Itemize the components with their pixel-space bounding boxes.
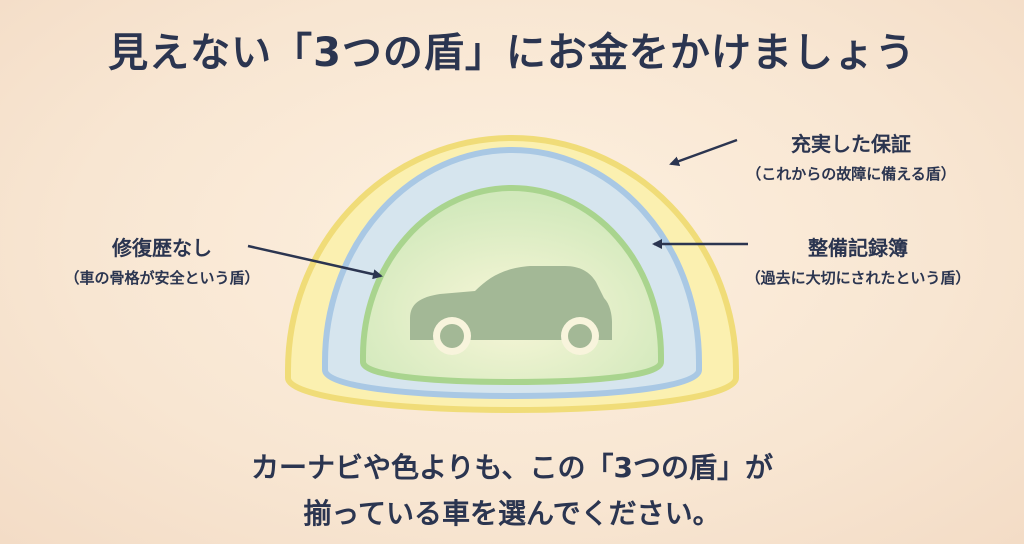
inner-shield-name: 修復歴なし — [112, 236, 212, 260]
arrow-to-outer-shield — [669, 138, 738, 166]
middle-shield-label: 整備記録簿 （過去に大切にされたという盾） — [708, 232, 1008, 288]
arrow-to-inner-shield — [247, 244, 383, 280]
outer-shield-label: 充実した保証 （これからの故障に備える盾） — [706, 128, 996, 184]
car-rear-wheel-hub — [440, 324, 464, 348]
car-front-wheel-hub — [568, 324, 592, 348]
middle-shield-name: 整備記録簿 — [808, 236, 908, 260]
outer-shield-desc: （これからの故障に備える盾） — [746, 165, 956, 183]
outer-shield-name: 充実した保証 — [791, 132, 911, 156]
inner-shield-desc: （車の骨格が安全という盾） — [64, 269, 260, 287]
middle-shield-desc: （過去に大切にされたという盾） — [745, 269, 971, 287]
inner-shield-label: 修復歴なし （車の骨格が安全という盾） — [22, 232, 302, 288]
message-line-2: 揃っている車を選んでください。 — [303, 497, 721, 530]
car-icon — [410, 266, 612, 355]
page-title: 見えない「3つの盾」にお金をかけましょう — [108, 30, 916, 76]
message-line-1: カーナビや色よりも、この「3つの盾」が — [250, 451, 774, 484]
